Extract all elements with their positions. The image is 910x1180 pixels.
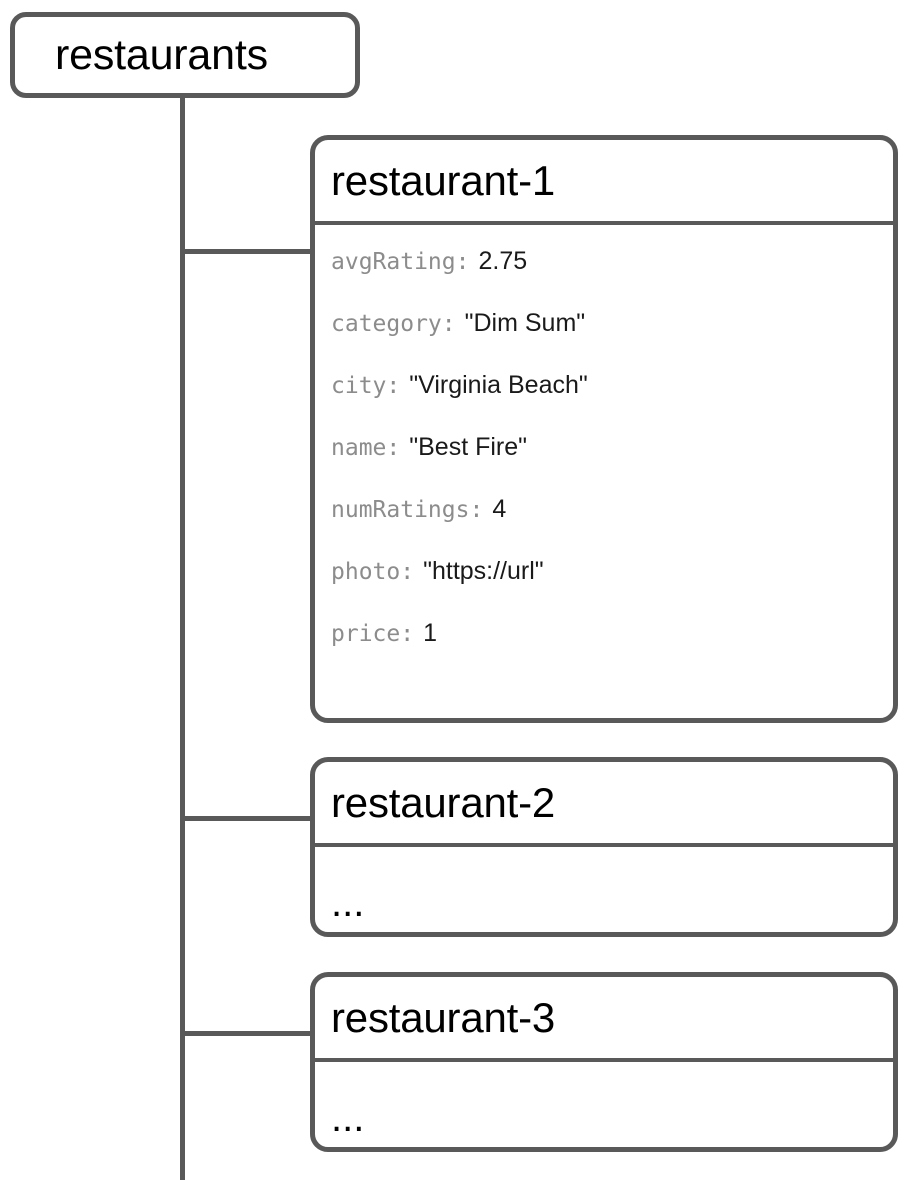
field-value: "Dim Sum" bbox=[464, 309, 586, 337]
document-card-header: restaurant-2 bbox=[315, 762, 893, 847]
field-row: numRatings: 4 bbox=[331, 495, 877, 557]
document-card-restaurant-3[interactable]: restaurant-3 ... bbox=[310, 972, 898, 1152]
field-key: city: bbox=[331, 373, 401, 399]
field-row: city: "Virginia Beach" bbox=[331, 371, 877, 433]
field-value: 2.75 bbox=[478, 247, 528, 275]
field-row: avgRating: 2.75 bbox=[331, 247, 877, 309]
field-key: avgRating: bbox=[331, 249, 470, 275]
document-id-label: restaurant-2 bbox=[331, 778, 556, 826]
trunk-connector-line bbox=[180, 95, 185, 1180]
collection-node-restaurants[interactable]: restaurants bbox=[10, 12, 360, 98]
field-value: "https://url" bbox=[423, 557, 544, 585]
document-card-header: restaurant-3 bbox=[315, 977, 893, 1062]
field-key: price: bbox=[331, 621, 415, 647]
field-value: "Virginia Beach" bbox=[409, 371, 588, 399]
field-value: 4 bbox=[492, 495, 507, 523]
branch-connector-line-restaurant-1 bbox=[180, 249, 310, 254]
field-key: name: bbox=[331, 435, 401, 461]
document-id-label: restaurant-3 bbox=[331, 993, 556, 1041]
document-id-label: restaurant-1 bbox=[331, 156, 556, 204]
document-field-list: ... bbox=[315, 847, 893, 923]
field-row: price: 1 bbox=[331, 619, 877, 681]
field-value: "Best Fire" bbox=[409, 433, 528, 461]
field-value: 1 bbox=[423, 619, 437, 647]
field-row: name: "Best Fire" bbox=[331, 433, 877, 495]
collection-node-label: restaurants bbox=[55, 30, 268, 79]
document-card-restaurant-2[interactable]: restaurant-2 ... bbox=[310, 757, 898, 937]
branch-connector-line-restaurant-3 bbox=[180, 1031, 310, 1036]
document-card-header: restaurant-1 bbox=[315, 140, 893, 225]
branch-connector-line-restaurant-2 bbox=[180, 816, 310, 821]
document-card-restaurant-1[interactable]: restaurant-1 avgRating: 2.75 category: "… bbox=[310, 135, 898, 723]
field-key: photo: bbox=[331, 559, 415, 585]
ellipsis-placeholder: ... bbox=[331, 881, 365, 925]
field-row: photo: "https://url" bbox=[331, 557, 877, 619]
field-key: numRatings: bbox=[331, 497, 484, 523]
field-row: category: "Dim Sum" bbox=[331, 309, 877, 371]
field-key: category: bbox=[331, 311, 456, 337]
document-field-list: avgRating: 2.75 category: "Dim Sum" city… bbox=[315, 225, 893, 681]
document-field-list: ... bbox=[315, 1062, 893, 1138]
ellipsis-placeholder: ... bbox=[331, 1096, 365, 1140]
